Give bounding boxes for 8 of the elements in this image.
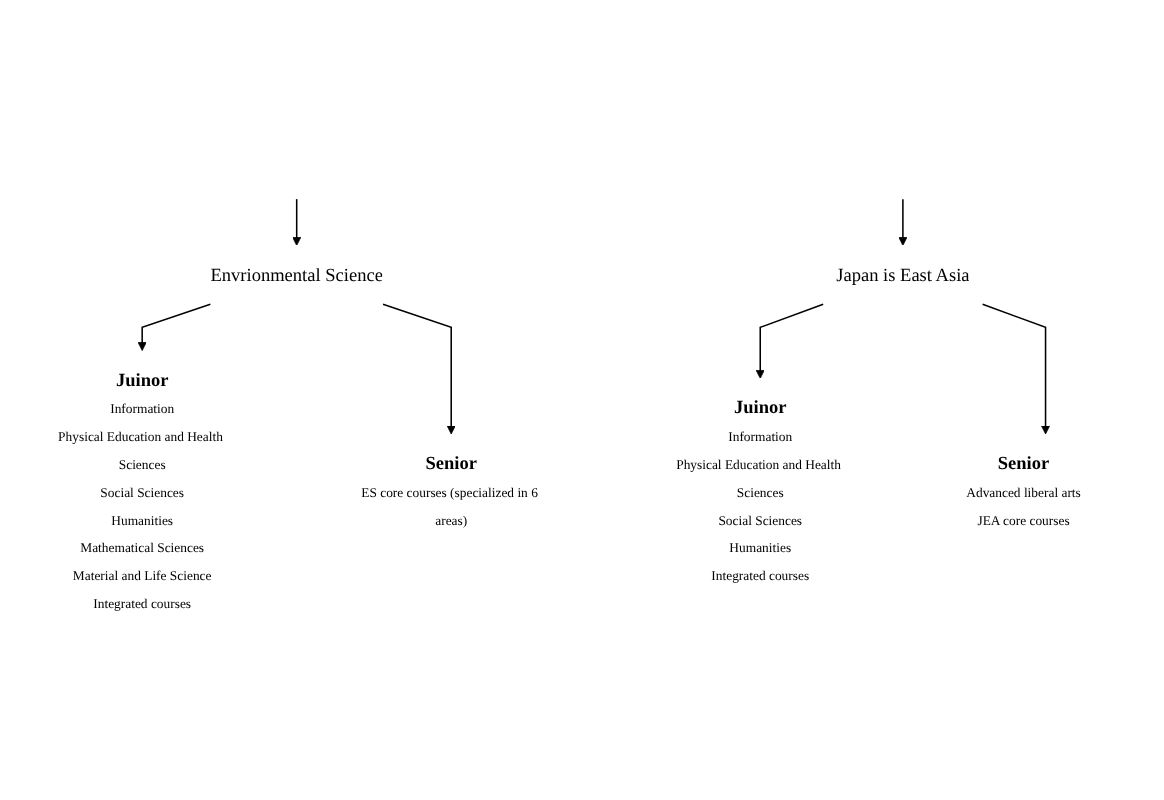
- arrow: [292, 198, 302, 246]
- arrow: [898, 198, 908, 246]
- node-text: Envrionmental Science: [210, 264, 383, 285]
- arrow: [382, 303, 456, 435]
- arrow: [981, 303, 1051, 435]
- arrow: [755, 303, 824, 379]
- arrow: [137, 303, 212, 351]
- node-text: Japan is East Asia: [836, 264, 970, 285]
